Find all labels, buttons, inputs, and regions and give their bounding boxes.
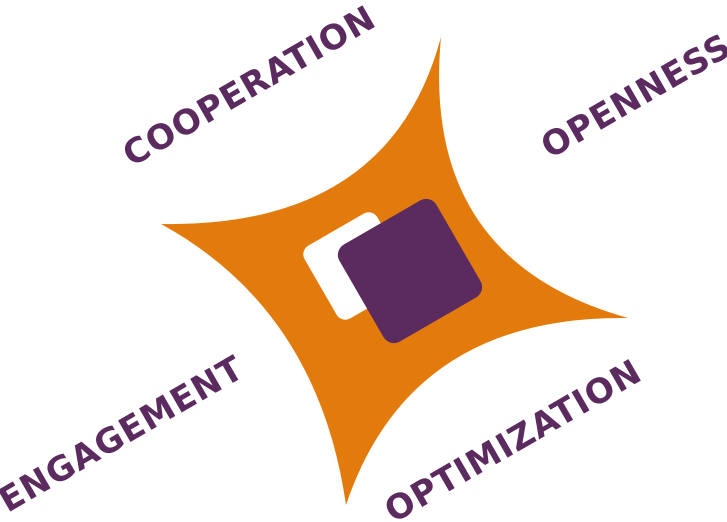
- label-openness: OPENNESS: [534, 26, 727, 167]
- center-front-square: [337, 198, 483, 344]
- label-engagement: ENGAGEMENT: [0, 348, 251, 521]
- label-cooperation: COOPERATION: [116, 0, 383, 175]
